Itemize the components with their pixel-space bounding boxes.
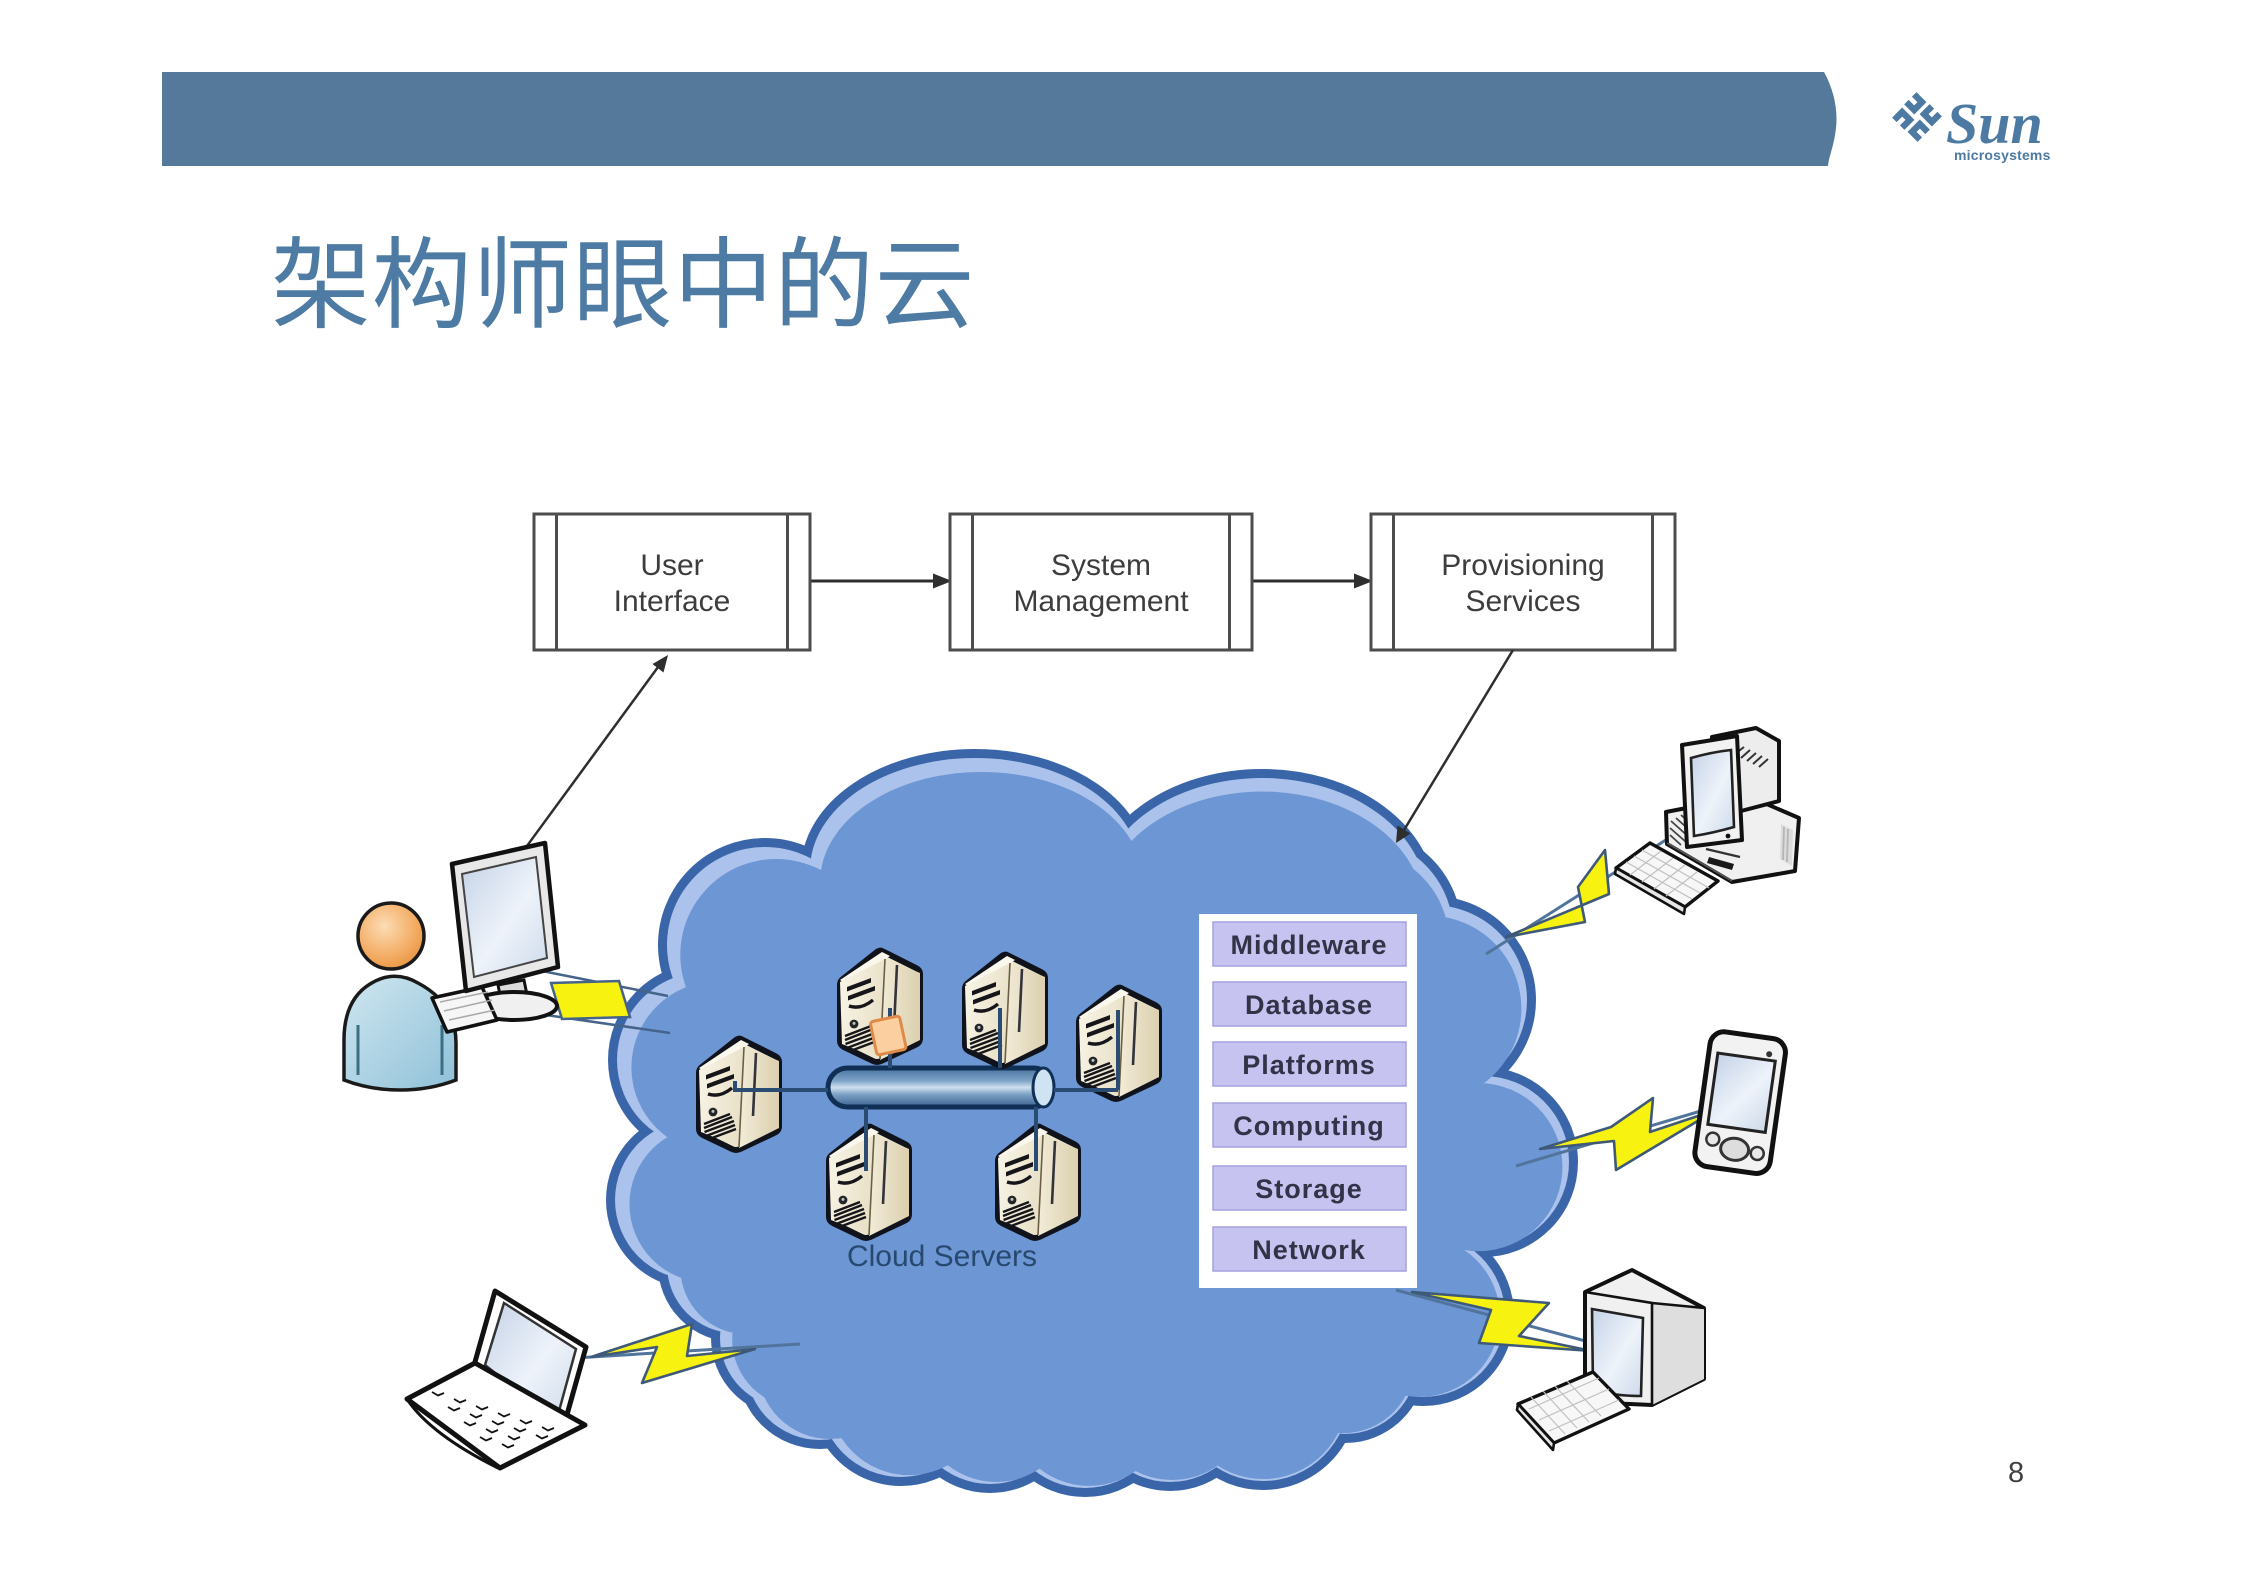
svg-text:Sun: Sun	[1946, 91, 2043, 156]
svg-text:Management: Management	[1013, 585, 1189, 618]
svg-text:Interface: Interface	[614, 585, 731, 618]
svg-text:User: User	[640, 549, 703, 582]
svg-text:Database: Database	[1245, 990, 1373, 1020]
svg-text:Platforms: Platforms	[1242, 1050, 1376, 1080]
svg-text:8: 8	[2008, 1457, 2024, 1489]
svg-text:microsystems: microsystems	[1954, 147, 2051, 163]
svg-text:Cloud Servers: Cloud Servers	[847, 1240, 1037, 1273]
svg-text:Storage: Storage	[1255, 1174, 1363, 1204]
svg-text:Network: Network	[1252, 1235, 1366, 1265]
svg-text:System: System	[1051, 549, 1151, 582]
svg-text:Computing: Computing	[1233, 1111, 1384, 1141]
svg-text:Services: Services	[1465, 585, 1580, 618]
svg-text:Middleware: Middleware	[1230, 930, 1387, 960]
svg-text:Provisioning: Provisioning	[1441, 549, 1604, 582]
